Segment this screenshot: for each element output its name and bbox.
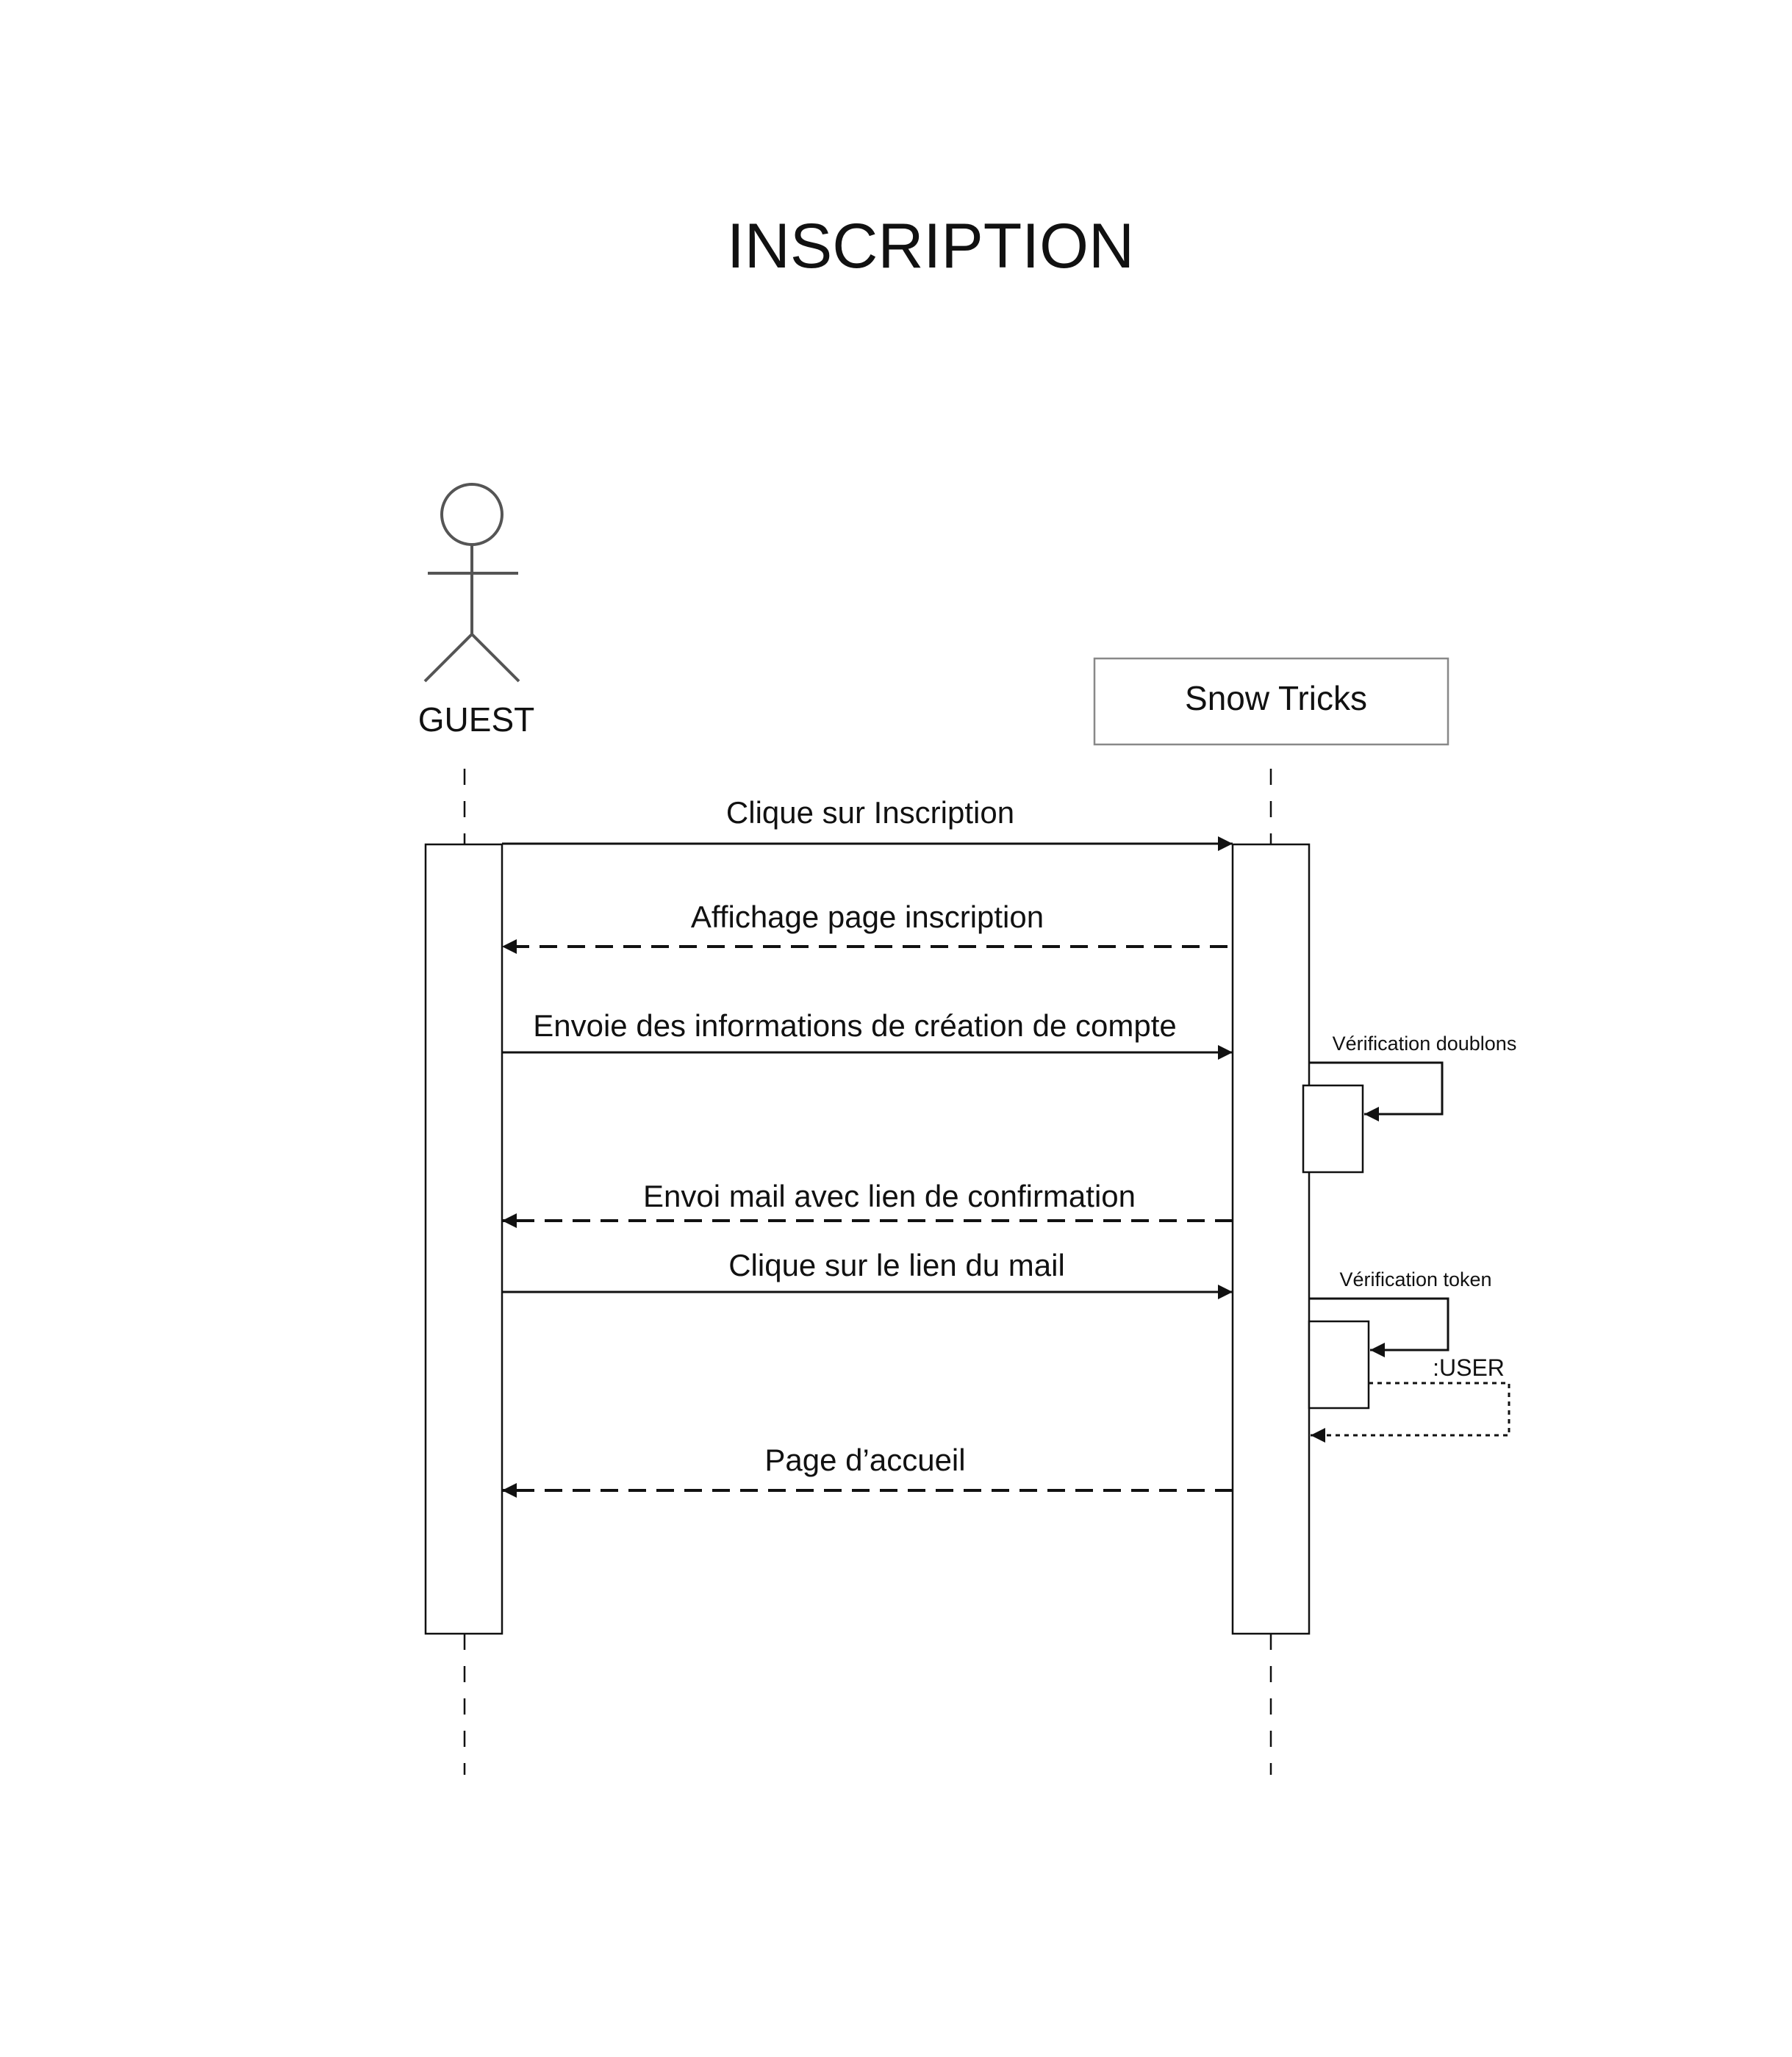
participant-box — [1093, 657, 1449, 746]
diagram-title: INSCRIPTION — [727, 211, 1134, 281]
self-activation-bar-2 — [1308, 1320, 1370, 1410]
self-activation-bar-1 — [1302, 1084, 1364, 1174]
actor-label: GUEST — [418, 700, 534, 739]
message-label-1: Clique sur Inscription — [726, 795, 1014, 830]
message-label-2: Affichage page inscription — [691, 900, 1044, 934]
guest-activation-bar — [424, 843, 503, 1635]
message-label-5: Clique sur le lien du mail — [728, 1248, 1065, 1282]
self-call-arrow-1 — [1309, 1061, 1444, 1121]
lifelines — [463, 769, 1272, 1775]
self-call-arrow-2 — [1309, 1297, 1449, 1357]
stick-figure-icon — [423, 483, 520, 683]
self-call-return-arrow — [1311, 1382, 1510, 1443]
self-call-label-2: Vérification token — [1339, 1268, 1491, 1290]
message-label-6: Page d’accueil — [764, 1443, 965, 1477]
participant-label: Snow Tricks — [1185, 679, 1367, 717]
system-activation-bar — [1231, 843, 1311, 1635]
message-label-3: Envoie des informations de création de c… — [533, 1008, 1177, 1043]
self-call-label-1: Vérification doublons — [1333, 1033, 1517, 1055]
self-call-return-label: :USER — [1433, 1354, 1505, 1381]
message-label-4: Envoi mail avec lien de confirmation — [643, 1179, 1136, 1213]
